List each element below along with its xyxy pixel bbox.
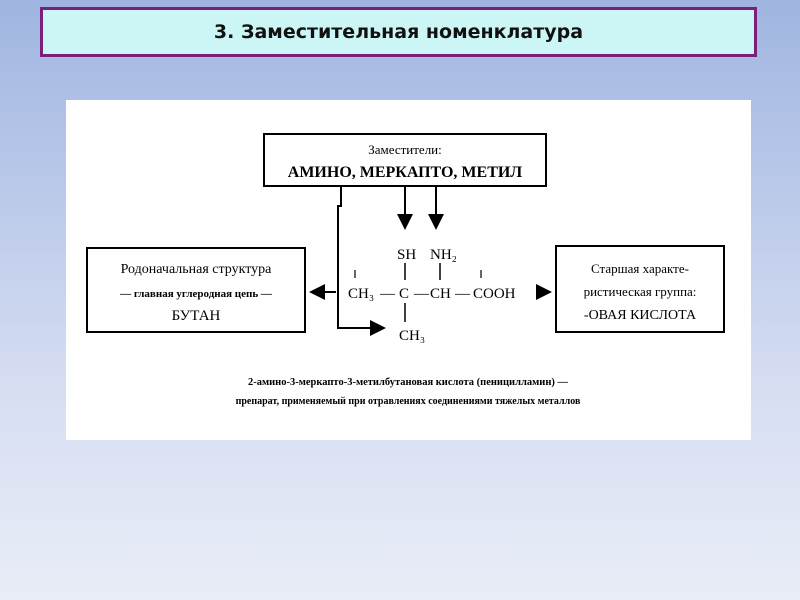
formula-c: C	[399, 286, 409, 302]
parent-structure-line3: БУТАН	[172, 308, 221, 324]
caption-line1: 2-амино-3-меркапто-3-метилбутановая кисл…	[248, 377, 569, 388]
substituents-box	[263, 133, 547, 187]
parent-structure-line2: — главная углеродная цепь —	[119, 288, 273, 300]
formula-nh2: NH₂	[430, 247, 457, 263]
formula-ch: CH	[430, 286, 451, 302]
formula-bond-1: —	[379, 286, 396, 302]
senior-group-line2: ристическая группа:	[584, 284, 697, 299]
nomenclature-diagram: Заместители: АМИНО, МЕРКАПТО, МЕТИЛ Родо…	[86, 133, 725, 407]
substituents-list: АМИНО, МЕРКАПТО, МЕТИЛ	[288, 164, 523, 181]
formula-bond-3: —	[454, 286, 471, 302]
slide-title-box: 3. Заместительная номенклатура	[40, 7, 757, 57]
arrow-to-ch3-bottom	[337, 186, 386, 336]
senior-group-line3: -ОВАЯ КИСЛОТА	[584, 308, 697, 323]
formula-cooh: COOH	[473, 286, 516, 302]
parent-structure-box	[86, 247, 306, 333]
substituents-label: Заместители:	[368, 142, 442, 157]
formula-ch3-bottom: CH₃	[399, 328, 425, 344]
formula-bond-2: —	[413, 286, 430, 302]
senior-group-box	[555, 245, 725, 333]
slide-title: 3. Заместительная номенклатура	[213, 21, 584, 43]
formula-sh: SH	[397, 247, 416, 263]
diagram-panel: Заместители: АМИНО, МЕРКАПТО, МЕТИЛ Родо…	[66, 100, 751, 440]
formula-ch3-left: CH₃	[348, 286, 374, 302]
parent-structure-line1: Родоначальная структура	[121, 262, 273, 277]
senior-group-line1: Старшая характе-	[591, 261, 689, 276]
caption-line2: препарат, применяемый при отравлениях со…	[236, 396, 581, 407]
